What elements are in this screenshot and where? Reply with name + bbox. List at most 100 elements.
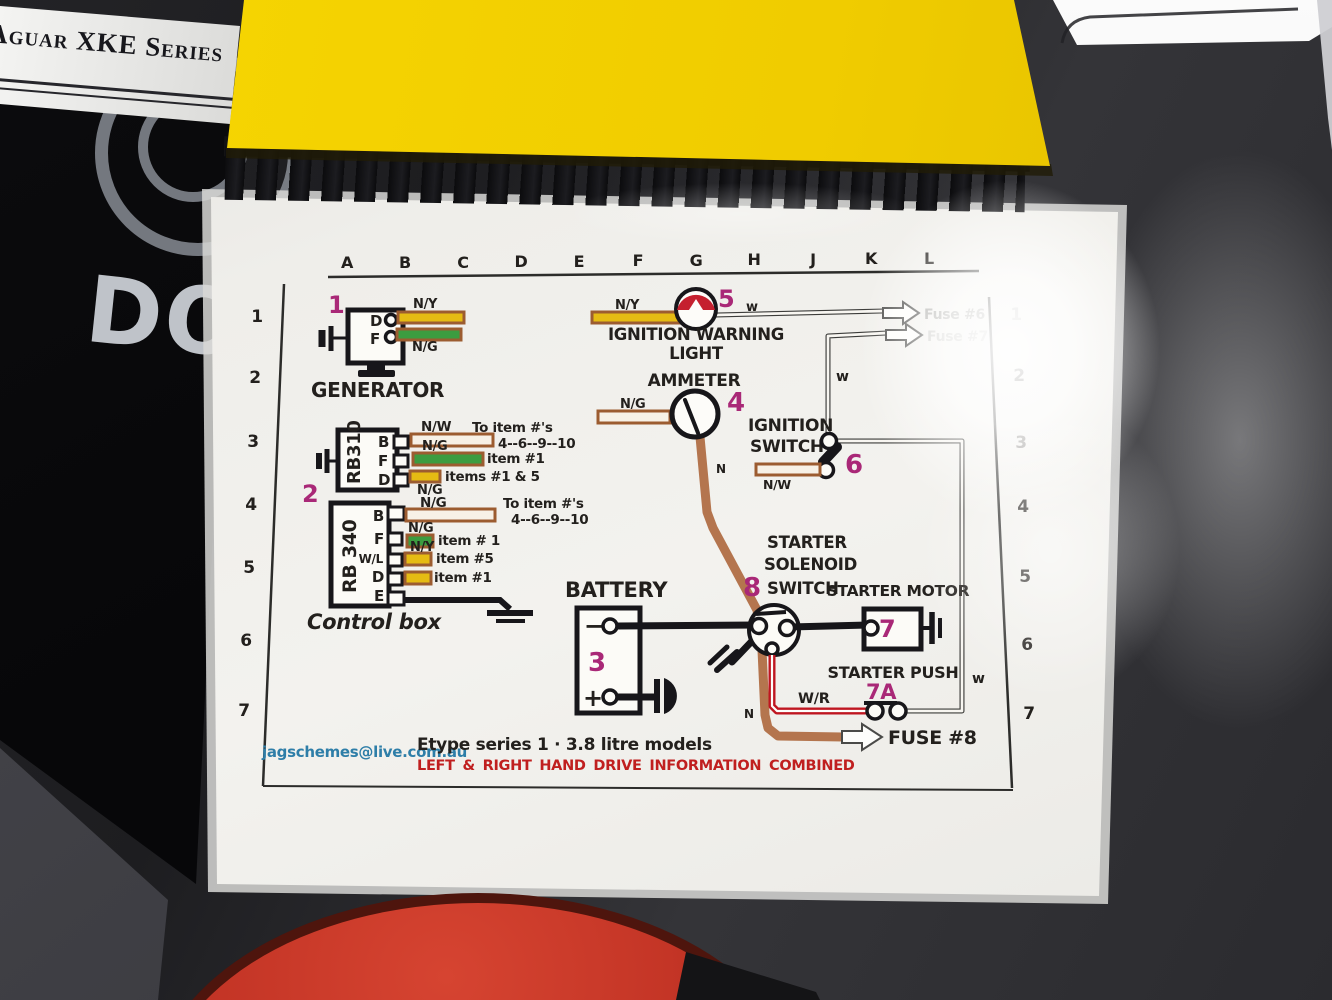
rb340-f-label: N/G: [408, 521, 433, 536]
fuse6-arrow: [882, 300, 921, 326]
fuse8: FUSE #8: [841, 722, 977, 752]
generator-ny-wire: [396, 310, 466, 325]
grid-col-k: K: [865, 249, 878, 268]
starter-push-number: 7A: [866, 680, 897, 704]
generator-terminal-d: D: [370, 312, 382, 330]
solenoid-label-2: SOLENOID: [764, 555, 857, 574]
ignition-switch-number: 6: [845, 450, 863, 480]
battery-minus: −: [584, 612, 604, 640]
rb310-f-label: N/G: [422, 439, 447, 454]
starter-motor-number: 7: [879, 615, 895, 643]
rb340-wl-to: item #5: [436, 551, 494, 567]
battery-plus: +: [583, 684, 603, 712]
ignition-nw-wire: [754, 462, 822, 477]
footer-model: Etype series 1 · 3.8 litre models: [417, 735, 712, 755]
control-box-rb310: RB310 B F D N/W To item #'s 4--6--9--10 …: [302, 419, 576, 508]
rb310-f-to: item #1: [487, 451, 545, 467]
rb340-wl-label: N/Y: [410, 540, 435, 555]
generator-ng-wire: [395, 327, 463, 342]
grid-row-7r: 7: [1023, 704, 1035, 724]
control-box-rb340: RB 340 B F W/L D E N/G To item #'s 4--6-…: [307, 495, 589, 634]
generator-ng-label: N/G: [412, 340, 437, 355]
grid-row-3r: 3: [1015, 433, 1027, 453]
ignition-switch-label-1: IGNITION: [748, 416, 833, 436]
rb340-d-to: item #1: [434, 570, 492, 586]
battery-number: 3: [588, 648, 606, 678]
rb310-d-wire: [408, 469, 442, 484]
starter-motor: STARTER MOTOR 7: [827, 582, 970, 652]
diagram-footer: jagschemes@live.com.au Etype series 1 · …: [261, 735, 855, 774]
rb310-d-label: N/G: [417, 483, 442, 498]
grid-col-l: L: [924, 249, 934, 268]
grid-row-6r: 6: [1021, 635, 1033, 655]
grid-row-5: 5: [243, 558, 255, 578]
battery: BATTERY − 3 +: [565, 578, 757, 716]
warning-ny-wire: [590, 310, 682, 325]
rb340-d-wire: [403, 570, 433, 586]
solenoid-label-1: STARTER: [767, 533, 847, 552]
grid-row-4r: 4: [1017, 497, 1029, 517]
ignition-nw-label: N/W: [763, 477, 791, 492]
grid-col-f: F: [633, 251, 644, 270]
rb340-terminal-e: E: [374, 587, 384, 605]
rb340-terminal-d: D: [372, 568, 384, 586]
push-w-label: w: [972, 671, 985, 687]
n-wire-label-upper: N: [716, 462, 726, 476]
fuse8-label: FUSE #8: [888, 727, 977, 749]
grid-row-2: 2: [249, 368, 261, 388]
grid-row-7: 7: [238, 701, 250, 721]
rb340-box-label: RB 340: [339, 519, 361, 593]
grid-row-2r: 2: [1013, 366, 1025, 386]
rb340-terminal-b: B: [373, 507, 384, 525]
ammeter-label: AMMETER: [648, 371, 741, 391]
card-border-line: [1060, 7, 1299, 44]
ignition-switch-label-2: SWITCH: [750, 437, 824, 457]
footer-note: LEFT & RIGHT HAND DRIVE INFORMATION COMB…: [417, 758, 855, 774]
warning-number: 5: [718, 285, 734, 313]
grid-row-3: 3: [247, 432, 259, 452]
fuse8-arrow: [841, 722, 884, 752]
grid-row-1r: 1: [1010, 305, 1022, 325]
rb310-terminal-b: B: [378, 433, 389, 451]
starter-motor-label: STARTER MOTOR: [827, 582, 970, 600]
battery-label: BATTERY: [565, 578, 668, 602]
footer-email: jagschemes@live.com.au: [261, 743, 467, 761]
warning-label-1: IGNITION WARNING: [608, 325, 784, 344]
grid-col-g: G: [690, 251, 703, 270]
rb340-b-label: N/G: [420, 495, 447, 511]
generator-number: 1: [328, 291, 344, 319]
rb340-b-to1: To item #'s: [503, 496, 584, 512]
grid-col-h: H: [747, 250, 760, 269]
rb310-d-to: items #1 & 5: [445, 469, 540, 485]
grid-col-a: A: [341, 253, 354, 272]
grid-row-4: 4: [245, 495, 257, 515]
generator-label: GENERATOR: [311, 378, 444, 402]
rb340-b-to2: 4--6--9--10: [511, 512, 588, 528]
generator: 1 D F N/Y N/G GENERATOR: [311, 291, 466, 402]
n-wire-label-lower: N: [744, 707, 754, 721]
rb340-terminal-wl: W/L: [359, 552, 384, 566]
warning-label-2: LIGHT: [669, 344, 724, 363]
fuse7-arrow: [885, 322, 924, 348]
grid-columns: A B C D E F G H J K L: [341, 249, 934, 272]
starter-solenoid-switch: STARTER SOLENOID SWITCH 8 W/R: [707, 533, 869, 715]
rb310-b-wire: [409, 432, 495, 448]
rb310-box-label: RB310: [344, 420, 365, 484]
rb340-terminal-f: F: [374, 530, 384, 548]
grid-rows-left: 1 2 3 4 5 6 7: [238, 307, 263, 721]
grid-col-c: C: [457, 253, 468, 272]
rb310-terminal-d: D: [378, 471, 390, 489]
fuse7-label: Fuse #7: [927, 329, 988, 345]
generator-ny-label: N/Y: [413, 297, 438, 312]
grid-col-d: D: [515, 252, 528, 271]
solenoid-number: 8: [743, 573, 761, 603]
warning-w-label: w: [746, 300, 758, 315]
rb310-number: 2: [302, 480, 318, 508]
grid-col-b: B: [399, 253, 411, 272]
rb310-b-label: N/W: [421, 419, 452, 435]
fuse6-label: Fuse #6: [924, 307, 985, 323]
fuse-feeds: w Fuse #6 Fuse #7: [825, 300, 988, 435]
